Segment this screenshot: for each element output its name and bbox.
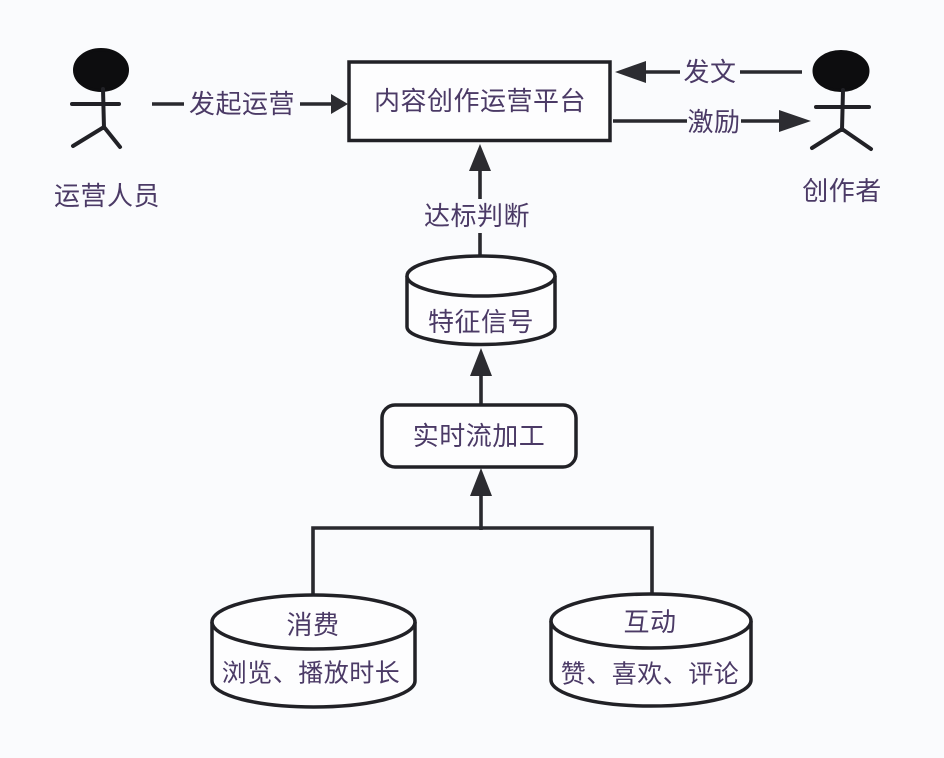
realtime-node-label: 实时流加工 <box>412 421 546 451</box>
edge-sources-to-process-arrow <box>311 468 654 594</box>
operator-actor-label: 运营人员 <box>53 181 161 211</box>
creator-actor-label: 创作者 <box>802 176 882 206</box>
realtime-node-shape <box>380 403 578 469</box>
edge-initiate-arrow <box>152 94 348 114</box>
interaction-title-label: 互动 <box>623 607 677 637</box>
platform-node-label: 内容创作运营平台 <box>373 86 587 116</box>
edge-incentive-arrow <box>613 110 811 132</box>
platform-node-shape <box>347 60 612 143</box>
consumption-cylinder-shape <box>210 593 417 709</box>
edge-initiate-label: 发起运营 <box>188 89 296 119</box>
feature-signal-label: 特征信号 <box>427 307 535 337</box>
edge-judge-label: 达标判断 <box>423 201 531 231</box>
edge-publish-label: 发文 <box>683 57 737 87</box>
consumption-subtitle-label: 浏览、播放时长 <box>221 659 401 688</box>
feature-signal-cylinder-shape <box>405 254 557 347</box>
consumption-title-label: 消费 <box>286 610 340 640</box>
edge-incentive-label: 激励 <box>687 107 741 137</box>
edge-publish-arrow <box>615 61 802 83</box>
interaction-cylinder-shape <box>549 592 753 708</box>
operator-actor-icon <box>70 48 129 149</box>
edge-process-to-signal-arrow <box>470 348 492 404</box>
edge-judge-arrow <box>469 144 491 257</box>
creator-actor-icon <box>810 50 873 151</box>
interaction-subtitle-label: 赞、喜欢、评论 <box>560 660 740 689</box>
